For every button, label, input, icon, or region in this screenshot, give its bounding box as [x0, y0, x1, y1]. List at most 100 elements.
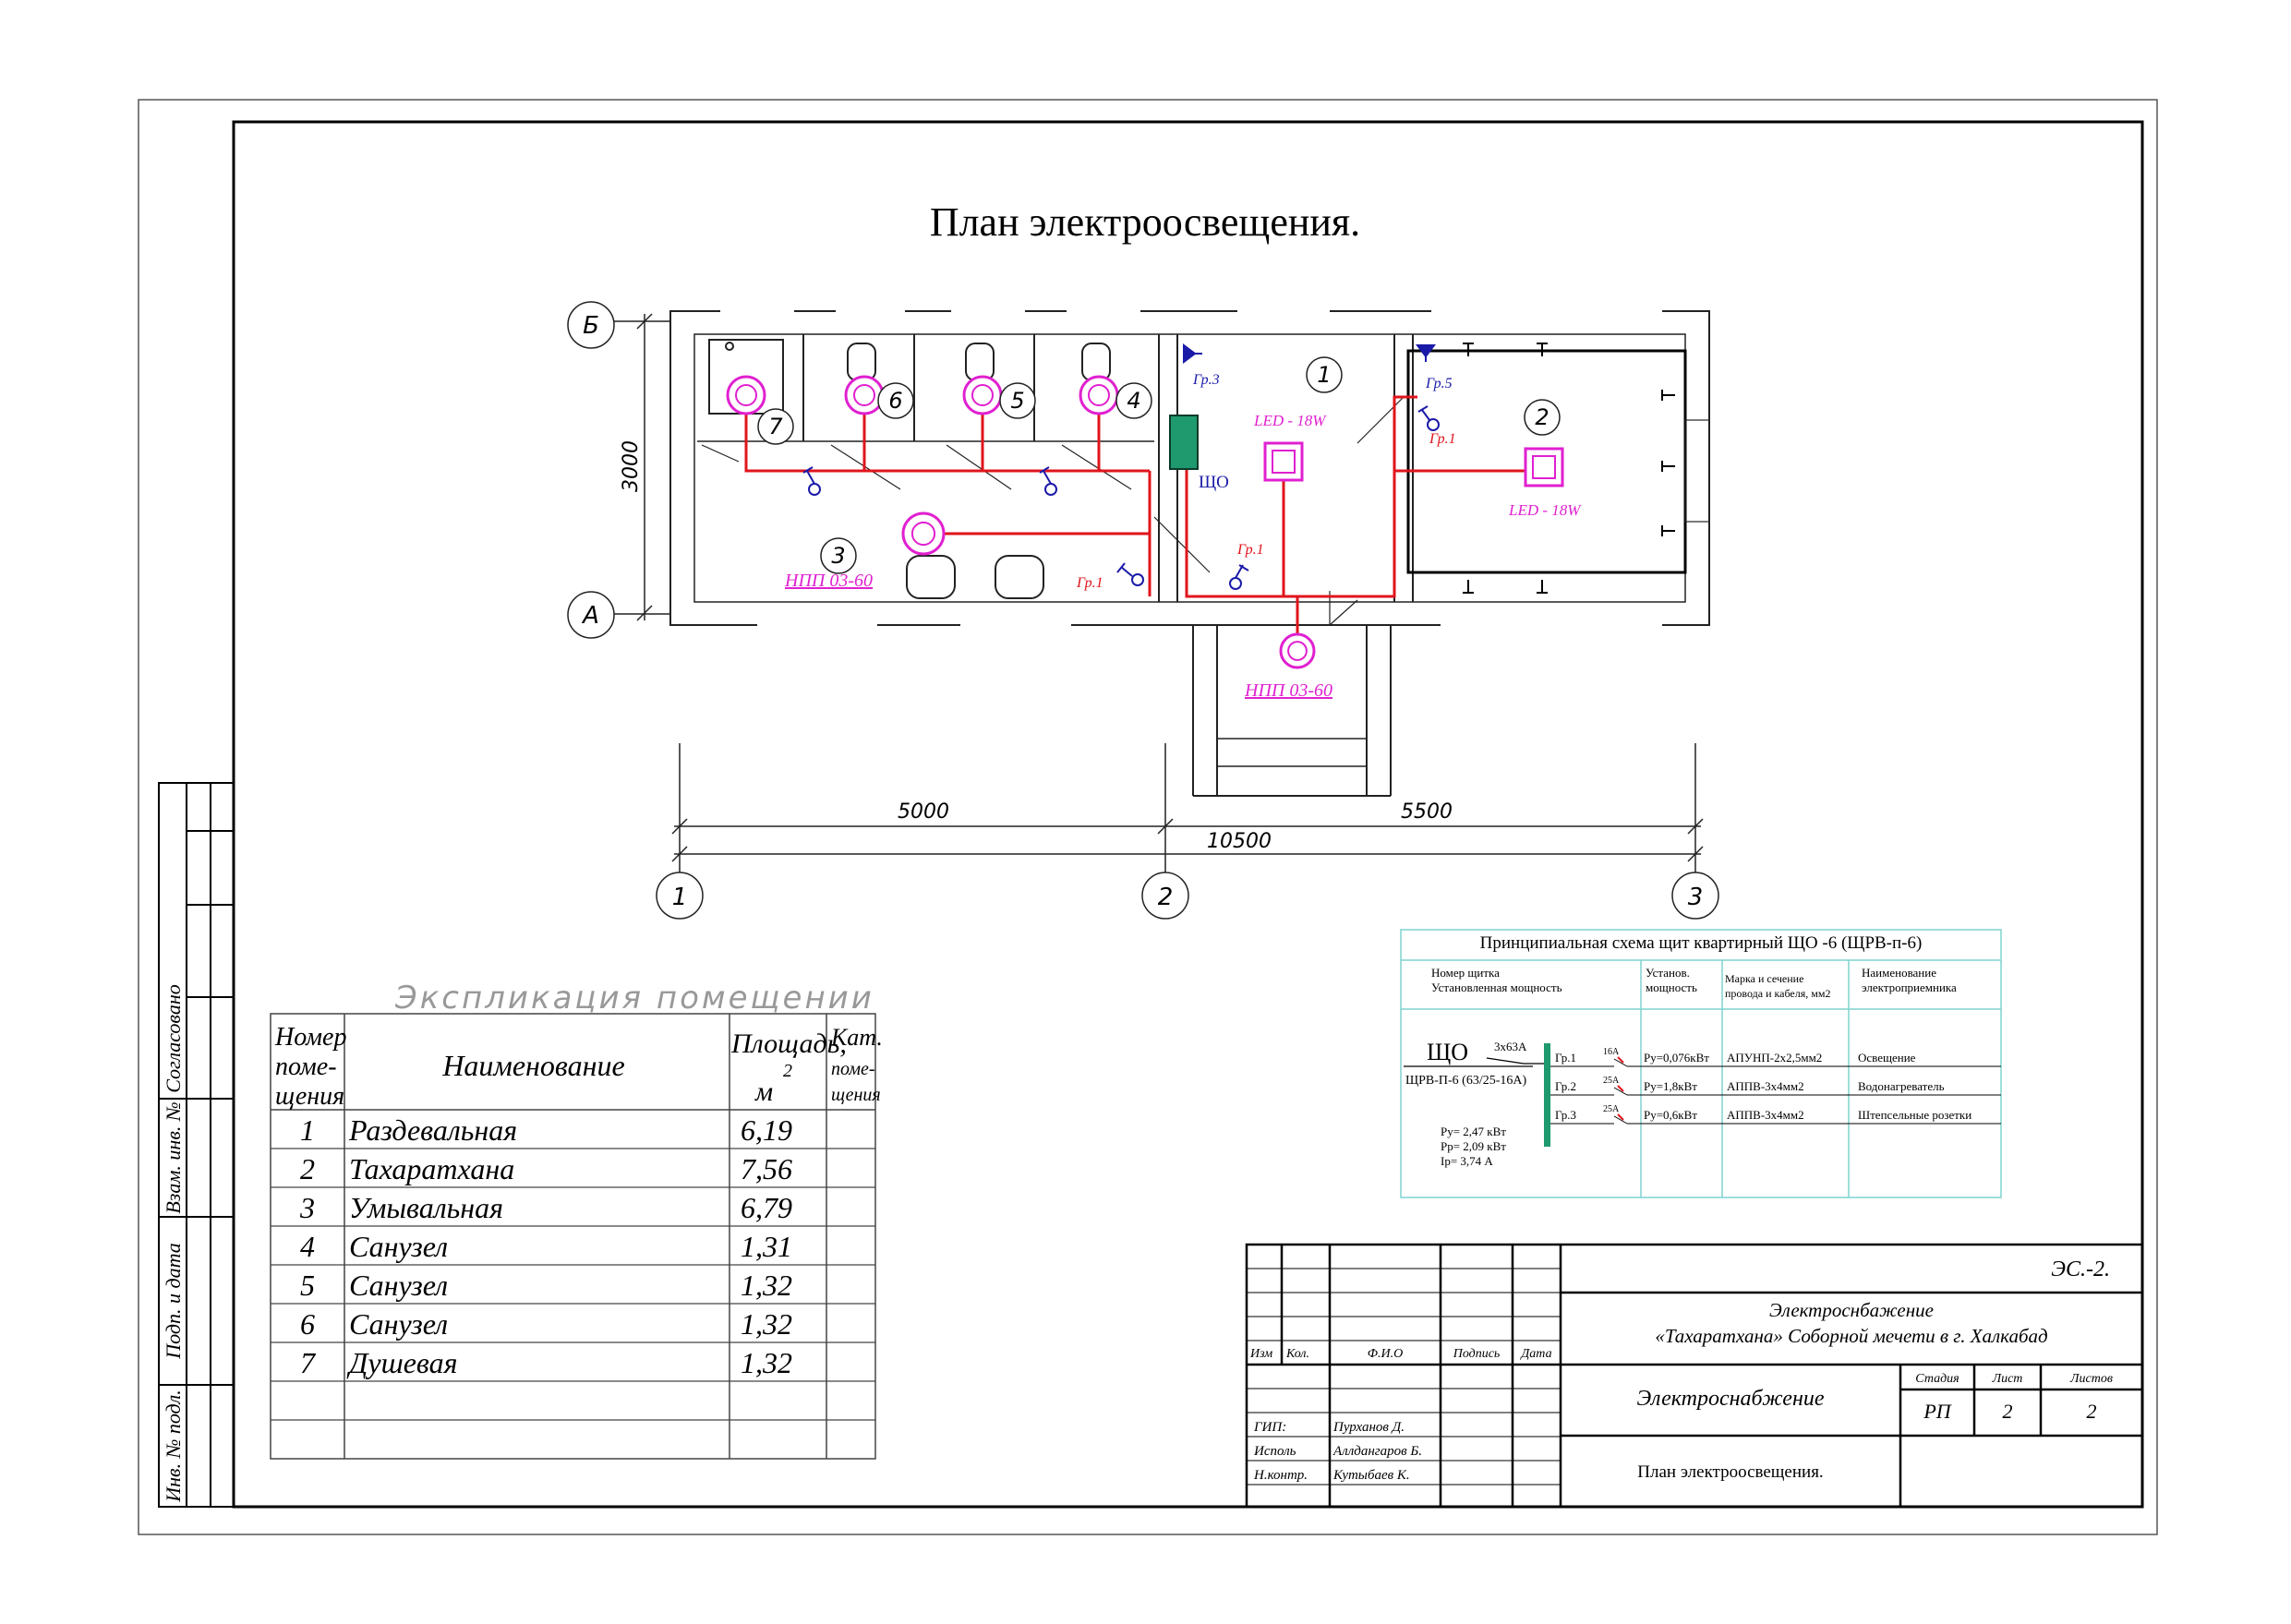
stamp-head-fio: Ф.И.О — [1368, 1347, 1403, 1361]
header-cat-3: щения — [831, 1085, 881, 1105]
svg-text:25А: 25А — [1603, 1076, 1620, 1086]
header-area-unit: м — [754, 1077, 773, 1107]
svg-text:Гр.3: Гр.3 — [1555, 1108, 1576, 1122]
door-swing — [946, 444, 1012, 490]
npp-label-1: НПП 03-60 — [784, 571, 873, 591]
door-swing — [1061, 444, 1132, 490]
stamp-head-sign: Подпись — [1453, 1347, 1501, 1361]
svg-text:ГИП:: ГИП: — [1253, 1420, 1286, 1435]
side-inv-replace: Взам. инв. № — [162, 1101, 185, 1213]
svg-text:3: 3 — [299, 1191, 315, 1224]
room-number-1: 1 — [1306, 356, 1343, 393]
switch-icon — [1116, 562, 1144, 586]
ceiling-lamp-icon — [901, 511, 946, 556]
title-block: Изм Кол. Ф.И.О Подпись Дата ГИП:Пурханов… — [1245, 1243, 2144, 1509]
header-name: Наименование — [441, 1049, 624, 1082]
ceiling-lamp-icon — [962, 375, 1003, 415]
room-number-7: 7 — [757, 408, 794, 445]
ceiling-lamp-icon — [1279, 632, 1316, 669]
header-num-3: щения — [275, 1082, 344, 1111]
group-label-gr3: Гр.3 — [1192, 372, 1220, 388]
stamp-head-date: Дата — [1519, 1347, 1551, 1361]
group-label-gr1-b: Гр.1 — [1236, 542, 1264, 558]
svg-text:6: 6 — [888, 388, 902, 414]
svg-text:7: 7 — [300, 1346, 317, 1379]
svg-text:2: 2 — [1158, 884, 1174, 911]
dim-5000: 5000 — [898, 800, 949, 824]
svg-text:Исполь: Исполь — [1253, 1444, 1296, 1459]
ceiling-lamp-icon — [726, 375, 766, 415]
svg-text:Тахаратхана: Тахаратхана — [349, 1152, 514, 1185]
wire-line — [744, 395, 1150, 473]
svg-text:16А: 16А — [1603, 1047, 1620, 1057]
svg-text:7: 7 — [768, 414, 783, 439]
ceiling-lamp-icon — [1079, 375, 1119, 415]
svg-text:1: 1 — [1317, 362, 1331, 388]
toilet — [847, 343, 876, 381]
led-label-2: LED - 18W — [1508, 501, 1582, 519]
svg-text:2: 2 — [1535, 404, 1549, 430]
switch-icon — [1417, 405, 1440, 431]
switch-icon — [1229, 564, 1249, 590]
svg-text:Кутыбаев К.: Кутыбаев К. — [1332, 1468, 1410, 1483]
room-number-4: 4 — [1115, 382, 1152, 419]
npp-label-2: НПП 03-60 — [1244, 680, 1332, 701]
tick-marks — [1463, 343, 1675, 594]
room-number-3: 3 — [820, 537, 857, 574]
svg-text:Н.контр.: Н.контр. — [1253, 1468, 1308, 1483]
plan-labels: LED - 18W LED - 18W НПП 03-60 НПП 03-60 … — [784, 372, 1582, 701]
schema-panel-name: ЩО — [1427, 1039, 1468, 1065]
svg-text:1: 1 — [672, 884, 688, 911]
header-area-1: Площадь, — [730, 1029, 847, 1059]
svg-text:2: 2 — [300, 1152, 315, 1185]
axis-bubbles: Б А 1 2 3 — [567, 301, 1719, 920]
group-label-gr1-a: Гр.1 — [1429, 431, 1456, 447]
stamp-lists-head: Листов — [2069, 1372, 2113, 1386]
stamp-project-2: «Тахаратхана» Соборной мечети в г. Халка… — [1655, 1325, 2047, 1347]
axis-row-1: А — [567, 591, 615, 639]
svg-text:Санузел: Санузел — [349, 1269, 448, 1302]
svg-text:Освещение: Освещение — [1858, 1051, 1916, 1065]
svg-text:Раздевальная: Раздевальная — [348, 1113, 517, 1147]
schema-panel-sub: ЩРВ-П-6 (63/25-16А) — [1405, 1074, 1527, 1088]
outer-frame — [138, 99, 2158, 1535]
svg-text:Санузел: Санузел — [349, 1307, 448, 1341]
svg-text:1: 1 — [300, 1113, 315, 1147]
switch-icon — [802, 466, 821, 496]
stamp-list-head: Лист — [1992, 1372, 2023, 1386]
drawing-title: План электроосвещения. — [930, 199, 1360, 245]
header-num-1: Номер — [274, 1023, 346, 1052]
svg-text:1,32: 1,32 — [741, 1307, 792, 1341]
door-swing — [1357, 396, 1405, 444]
schema-main-breaker: 3х63А — [1494, 1040, 1527, 1053]
svg-text:6,79: 6,79 — [741, 1191, 792, 1224]
svg-text:4: 4 — [300, 1230, 315, 1263]
axis-col-3: 3 — [1671, 872, 1719, 920]
toilet — [965, 343, 995, 381]
svg-text:АПУНП-2х2,5мм2: АПУНП-2х2,5мм2 — [1727, 1051, 1822, 1065]
door-swing — [701, 444, 740, 463]
side-agreed: Согласовано — [162, 984, 185, 1093]
header-area-sup: 2 — [783, 1061, 792, 1081]
header-cat-1: Кат. — [830, 1024, 883, 1051]
toilet — [1081, 343, 1111, 381]
schema-head-receiver-1: Наименование — [1862, 966, 1936, 980]
svg-text:3: 3 — [831, 543, 845, 569]
explication-table: Экспликация помещении Номер поме- щения … — [270, 980, 883, 1460]
room-number-2: 2 — [1524, 399, 1561, 436]
dim-height: 3000 — [620, 440, 643, 492]
axis-row-0: Б — [567, 301, 615, 349]
svg-text:Ру=1,8кВт: Ру=1,8кВт — [1644, 1079, 1697, 1093]
svg-text:Гр.1: Гр.1 — [1555, 1051, 1576, 1065]
svg-text:3: 3 — [1688, 884, 1704, 911]
stamp-sheet-title: План электроосвещения. — [1637, 1462, 1823, 1482]
schema-total-3: Iр= 3,74 А — [1441, 1154, 1493, 1168]
svg-text:АППВ-3х4мм2: АППВ-3х4мм2 — [1727, 1079, 1804, 1093]
